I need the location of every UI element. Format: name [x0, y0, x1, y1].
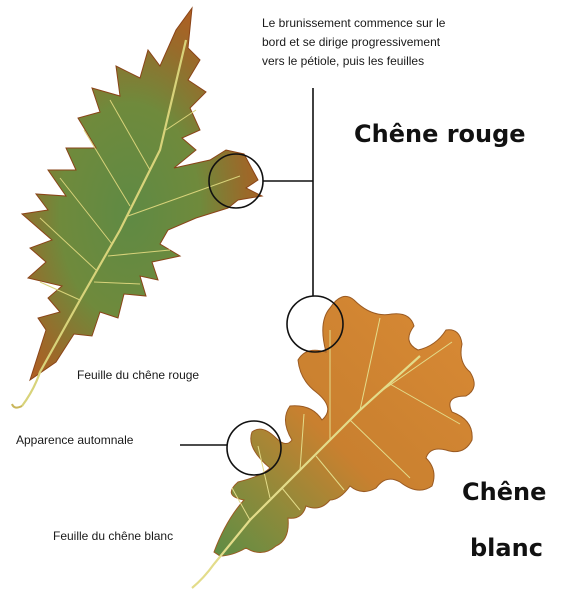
white-oak-title-line2: blanc	[470, 534, 543, 562]
white-oak-leaf-label: Feuille du chêne blanc	[53, 527, 173, 546]
white-oak-leaf	[192, 296, 474, 588]
browning-note: Le brunissement commence sur le bord et …	[262, 14, 502, 71]
red-oak-leaf	[12, 8, 262, 408]
autumn-appearance-label: Apparence automnale	[16, 431, 133, 450]
browning-note-line3: vers le pétiole, puis les feuilles	[262, 52, 502, 71]
white-oak-title-line1: Chêne	[462, 478, 546, 506]
browning-note-line2: bord et se dirige progressivement	[262, 33, 502, 52]
red-oak-leaf-label: Feuille du chêne rouge	[77, 366, 199, 385]
browning-note-line1: Le brunissement commence sur le	[262, 14, 502, 33]
red-oak-title: Chêne rouge	[354, 120, 526, 148]
